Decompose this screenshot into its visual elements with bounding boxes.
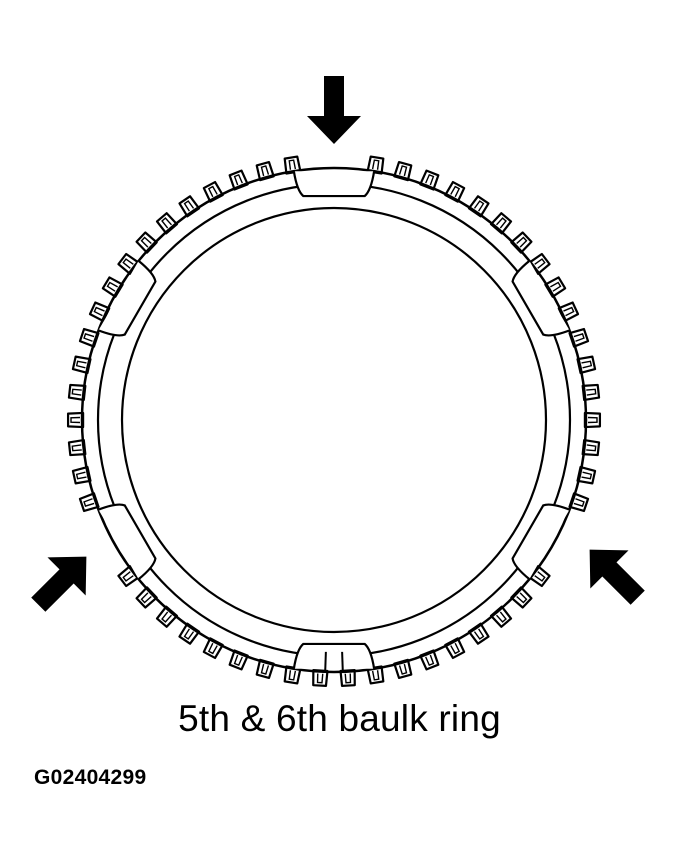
ring-tooth-detail bbox=[516, 592, 528, 604]
ring-tooth-detail bbox=[75, 360, 87, 369]
ring-tooth-detail bbox=[161, 217, 172, 229]
ring-tooth-detail bbox=[75, 471, 87, 480]
ring-tooth-detail bbox=[71, 444, 82, 452]
ring-tooth-detail bbox=[496, 611, 507, 623]
ring-tooth-detail bbox=[573, 498, 585, 507]
ring-lug-slots bbox=[98, 171, 570, 672]
ring-tooth-detail bbox=[496, 217, 507, 229]
ring-middle-edge bbox=[96, 182, 572, 658]
ring-tooth-detail bbox=[260, 165, 270, 177]
ring-tooth-detail bbox=[581, 360, 593, 369]
ring-tooth-detail bbox=[71, 388, 82, 396]
indicator-arrows bbox=[31, 76, 645, 612]
figure-id: G02404299 bbox=[34, 766, 147, 789]
ring-tooth-detail bbox=[93, 306, 105, 317]
ring-tooth-detail bbox=[83, 333, 95, 342]
ring-tooth-detail bbox=[260, 663, 270, 675]
ring-slot bbox=[511, 259, 570, 337]
ring-slot bbox=[511, 503, 570, 581]
ring-tooth-detail bbox=[233, 173, 243, 186]
ring-tooth-detail bbox=[398, 663, 408, 675]
ring-tooth-detail bbox=[549, 281, 562, 292]
ring-tooth-detail bbox=[581, 471, 593, 480]
ring-tooth-detail bbox=[573, 333, 585, 342]
ring-tooth-detail bbox=[140, 592, 152, 604]
diagram-caption: 5th & 6th baulk ring bbox=[178, 698, 501, 739]
ring-tooth-detail bbox=[106, 281, 119, 292]
ring-tooth-detail bbox=[70, 416, 81, 424]
ring-teeth bbox=[66, 155, 602, 687]
ring-tooth-detail bbox=[183, 628, 195, 640]
ring-tooth-detail bbox=[207, 642, 218, 655]
ring-tooth-detail bbox=[398, 165, 408, 177]
ring-split-mark bbox=[324, 651, 327, 672]
ring-tooth-detail bbox=[450, 185, 461, 198]
ring-tooth-detail bbox=[140, 236, 152, 248]
ring-tooth-detail bbox=[516, 236, 528, 248]
ring-tooth-detail bbox=[425, 173, 435, 186]
ring-inner-bore bbox=[120, 206, 548, 634]
ring-tooth-detail bbox=[473, 628, 485, 640]
ring-tooth-detail bbox=[450, 642, 461, 655]
ring-tooth-detail bbox=[371, 670, 380, 681]
ring-tooth-detail bbox=[161, 611, 172, 623]
ring-tooth-detail bbox=[425, 654, 435, 667]
ring-outer-edge bbox=[80, 166, 588, 674]
ring-slot bbox=[98, 259, 157, 337]
ring-split-mark bbox=[341, 651, 344, 672]
ring-tooth-detail bbox=[563, 306, 575, 317]
ring-tooth-detail bbox=[288, 670, 297, 681]
ring-tooth-detail bbox=[344, 673, 352, 684]
ring-slot bbox=[292, 642, 376, 669]
ring-tooth-detail bbox=[316, 673, 324, 684]
ring-tooth-detail bbox=[586, 388, 597, 396]
ring-tooth-detail bbox=[288, 159, 297, 170]
arrow-top-icon bbox=[307, 76, 361, 144]
arrow-right-icon bbox=[589, 549, 645, 605]
ring-tooth-detail bbox=[83, 498, 95, 507]
ring-tooth-detail bbox=[534, 258, 546, 269]
ring-tooth-detail bbox=[122, 571, 134, 582]
ring-tooth-detail bbox=[473, 200, 485, 212]
ring-tooth-detail bbox=[534, 571, 546, 582]
ring-tooth-detail bbox=[371, 159, 380, 170]
ring-tooth-detail bbox=[587, 416, 598, 424]
ring-tooth-detail bbox=[207, 185, 218, 198]
ring-tooth-detail bbox=[183, 200, 195, 212]
ring-tooth-detail bbox=[586, 444, 597, 452]
ring-tooth-detail bbox=[233, 654, 243, 667]
ring-slot bbox=[292, 171, 376, 198]
ring-slot bbox=[98, 503, 157, 581]
arrow-left-icon bbox=[31, 556, 87, 612]
ring-tooth-detail bbox=[122, 258, 134, 269]
